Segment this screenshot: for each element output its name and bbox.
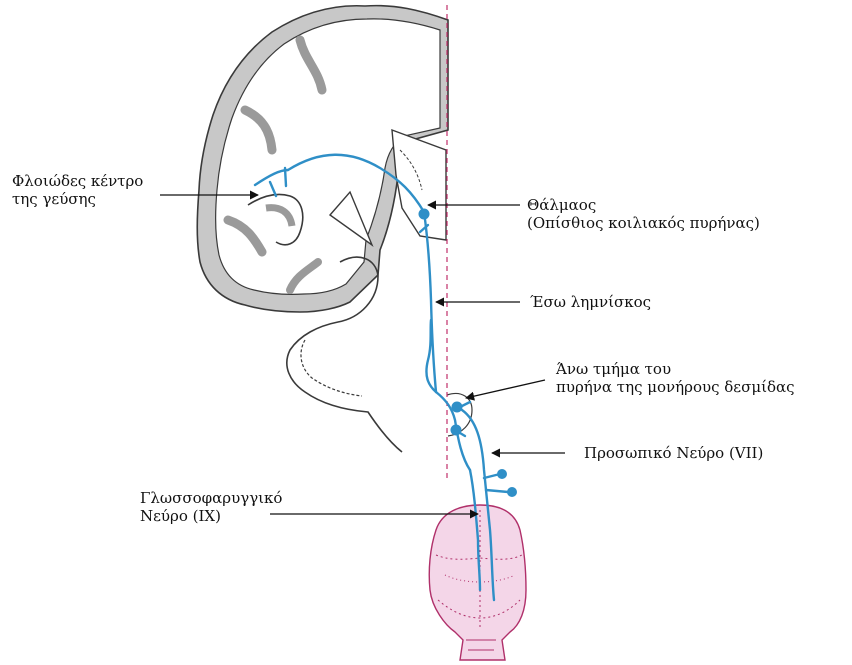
label-gustatory-cortex-line2: της γεύσης: [12, 190, 143, 208]
label-medial-lemniscus: Έσω λημνίσκος: [530, 293, 651, 311]
label-glossopharyngeal-line2: Νεύρο (IX): [140, 507, 282, 525]
label-thalamus-line1: Θάλμαος: [527, 196, 760, 214]
arrow-solitary-nucleus: [466, 380, 545, 398]
label-thalamus-line2: (Οπίσθιος κοιλιακός πυρήνας): [527, 214, 760, 232]
label-glossopharyngeal-nerve: Γλωσσοφαρυγγικό Νεύρο (IX): [140, 489, 282, 525]
label-facial-nerve: Προσωπικό Νεύρο (VII): [584, 444, 763, 462]
solitary-neuron-lower: [451, 425, 462, 436]
thalamus-region: [392, 130, 446, 240]
brain-hemisphere: [197, 6, 448, 452]
solitary-neuron-upper: [452, 402, 463, 413]
facial-ganglion: [497, 469, 507, 479]
label-thalamus: Θάλμαος (Οπίσθιος κοιλιακός πυρήνας): [527, 196, 760, 232]
label-solitary-nucleus-line1: Άνω τμήμα του: [556, 360, 795, 378]
glosso-ganglion: [507, 487, 517, 497]
label-solitary-nucleus-line2: πυρήνα της μονήρους δεσμίδας: [556, 378, 795, 396]
label-glossopharyngeal-line1: Γλωσσοφαρυγγικό: [140, 489, 282, 507]
label-facial-nerve-line1: Προσωπικό Νεύρο (VII): [584, 444, 763, 462]
label-solitary-nucleus: Άνω τμήμα του πυρήνα της μονήρους δεσμίδ…: [556, 360, 795, 396]
thalamus-neuron: [419, 209, 430, 220]
label-gustatory-cortex: Φλοιώδες κέντρο της γεύσης: [12, 172, 143, 208]
label-medial-lemniscus-line1: Έσω λημνίσκος: [530, 293, 651, 311]
label-gustatory-cortex-line1: Φλοιώδες κέντρο: [12, 172, 143, 190]
